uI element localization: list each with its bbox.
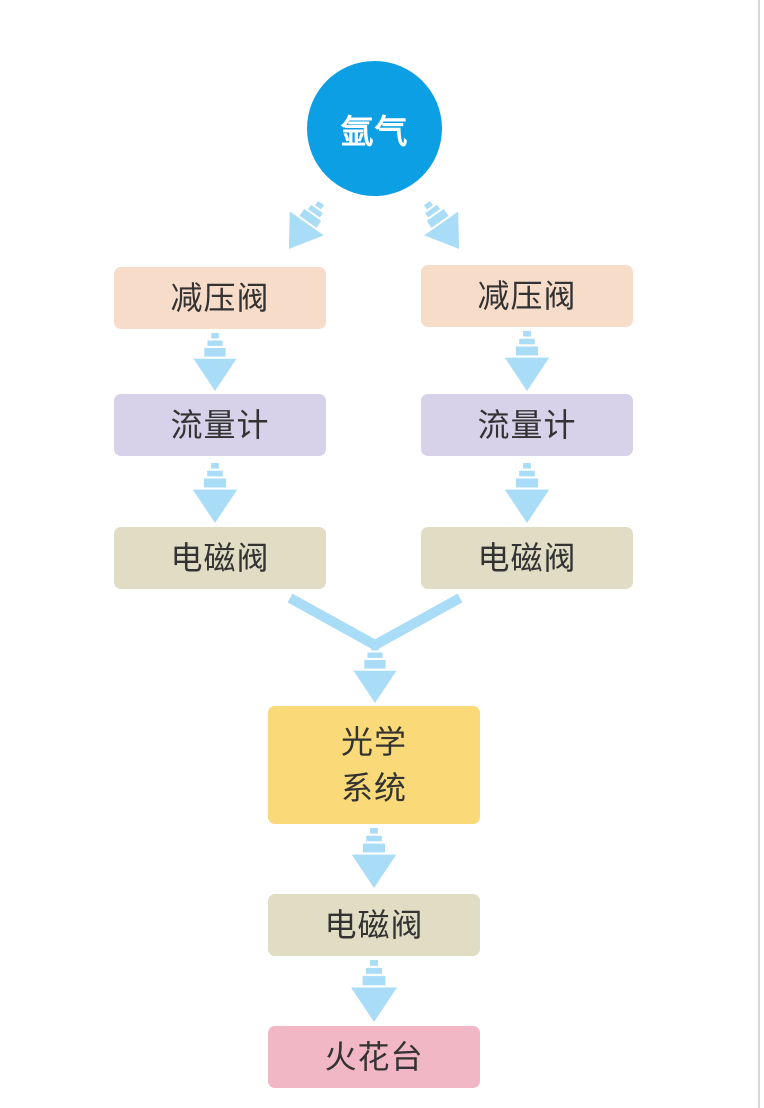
right-flowmeter-label: 流量计 [477, 406, 577, 444]
right-pressure-valve-label: 减压阀 [477, 277, 577, 315]
optical-system-line1: 光学 [340, 723, 407, 761]
arrow-source-to-right-head [424, 211, 460, 249]
arrow-valve-to-stand-stem-top [369, 960, 379, 966]
arrow-optics-to-valve-stem-top [370, 828, 378, 834]
arrow-left-pressure-to-flow-stem-base [204, 348, 226, 357]
spark-stand-label: 火花台 [324, 1038, 424, 1076]
arrow-source-to-left-stem-top [315, 200, 325, 210]
main-solenoid-valve-label: 电磁阀 [324, 906, 424, 944]
arrow-valve-to-stand [351, 960, 397, 1022]
merge-connector [287, 593, 463, 650]
arrow-source-to-left-head [288, 211, 324, 249]
main-solenoid-valve: 电磁阀 [268, 894, 480, 956]
arrow-left-flow-to-valve-head [192, 489, 238, 523]
left-solenoid-valve: 电磁阀 [114, 527, 326, 589]
arrow-right-flow-to-valve-stem-base [515, 478, 539, 488]
arrow-left-pressure-to-flow [193, 333, 237, 391]
right-solenoid-valve: 电磁阀 [421, 527, 633, 589]
arrow-source-to-right-stem-base [426, 209, 449, 228]
arrow-merge-to-optics-stem-mid [367, 652, 383, 658]
arrow-right-pressure-to-flow-stem-top [523, 331, 531, 337]
arrow-left-pressure-to-flow-stem-top [211, 333, 219, 339]
arrow-merge-to-optics-stem-base [364, 660, 386, 669]
arrow-source-to-left-stem-mid [307, 204, 323, 218]
arrow-source-to-left [288, 200, 325, 249]
arrow-source-to-right-stem-mid [425, 204, 441, 218]
argon-source: 氩气 [307, 61, 442, 196]
arrow-valve-to-stand-stem-base [362, 976, 386, 986]
spark-stand: 火花台 [268, 1026, 480, 1088]
page-right-border [758, 0, 760, 1108]
right-solenoid-valve-label: 电磁阀 [477, 539, 577, 577]
arrow-optics-to-valve-stem-base [362, 843, 386, 853]
arrow-source-to-left-stem-base [299, 209, 322, 228]
optical-system-line2: 系统 [340, 769, 407, 807]
arrow-optics-to-valve-stem-mid [366, 835, 382, 842]
arrow-left-pressure-to-flow-head [193, 358, 237, 391]
argon-source-label: 氩气 [340, 111, 409, 151]
right-pressure-valve: 减压阀 [421, 265, 633, 327]
left-flowmeter-label: 流量计 [170, 406, 270, 444]
arrow-left-flow-to-valve-stem-base [203, 478, 227, 488]
arrow-right-pressure-to-flow [504, 331, 550, 391]
arrow-left-flow-to-valve [192, 463, 238, 523]
arrow-left-pressure-to-flow-stem-mid [207, 340, 223, 346]
arrow-left-flow-to-valve-stem-mid [207, 470, 223, 477]
arrow-right-flow-to-valve [504, 463, 550, 523]
left-pressure-valve: 减压阀 [114, 267, 326, 329]
optical-system: 光学 系统 [268, 706, 480, 824]
left-flowmeter: 流量计 [114, 394, 326, 456]
arrow-valve-to-stand-head [351, 987, 397, 1022]
merge-left-arm [287, 593, 378, 650]
arrow-optics-to-valve-head [351, 854, 397, 888]
arrow-merge-to-optics [353, 645, 397, 703]
arrow-source-to-right-stem-top [423, 200, 433, 210]
right-flowmeter: 流量计 [421, 394, 633, 456]
arrow-source-to-right [423, 200, 460, 249]
arrow-right-flow-to-valve-head [504, 489, 550, 523]
arrow-merge-to-optics-head [353, 670, 397, 703]
arrow-optics-to-valve [351, 828, 397, 888]
arrow-merge-to-optics-stem-top [371, 645, 379, 651]
arrow-right-pressure-to-flow-stem-mid [519, 338, 535, 345]
left-solenoid-valve-label: 电磁阀 [170, 539, 270, 577]
arrow-left-flow-to-valve-stem-top [211, 463, 219, 469]
arrow-right-flow-to-valve-stem-mid [519, 470, 535, 477]
arrow-right-pressure-to-flow-head [504, 357, 550, 391]
left-pressure-valve-label: 减压阀 [170, 279, 270, 317]
merge-right-arm [372, 593, 463, 650]
arrow-right-flow-to-valve-stem-top [523, 463, 531, 469]
arrow-right-pressure-to-flow-stem-base [515, 346, 539, 356]
arrow-valve-to-stand-stem-mid [365, 968, 383, 974]
